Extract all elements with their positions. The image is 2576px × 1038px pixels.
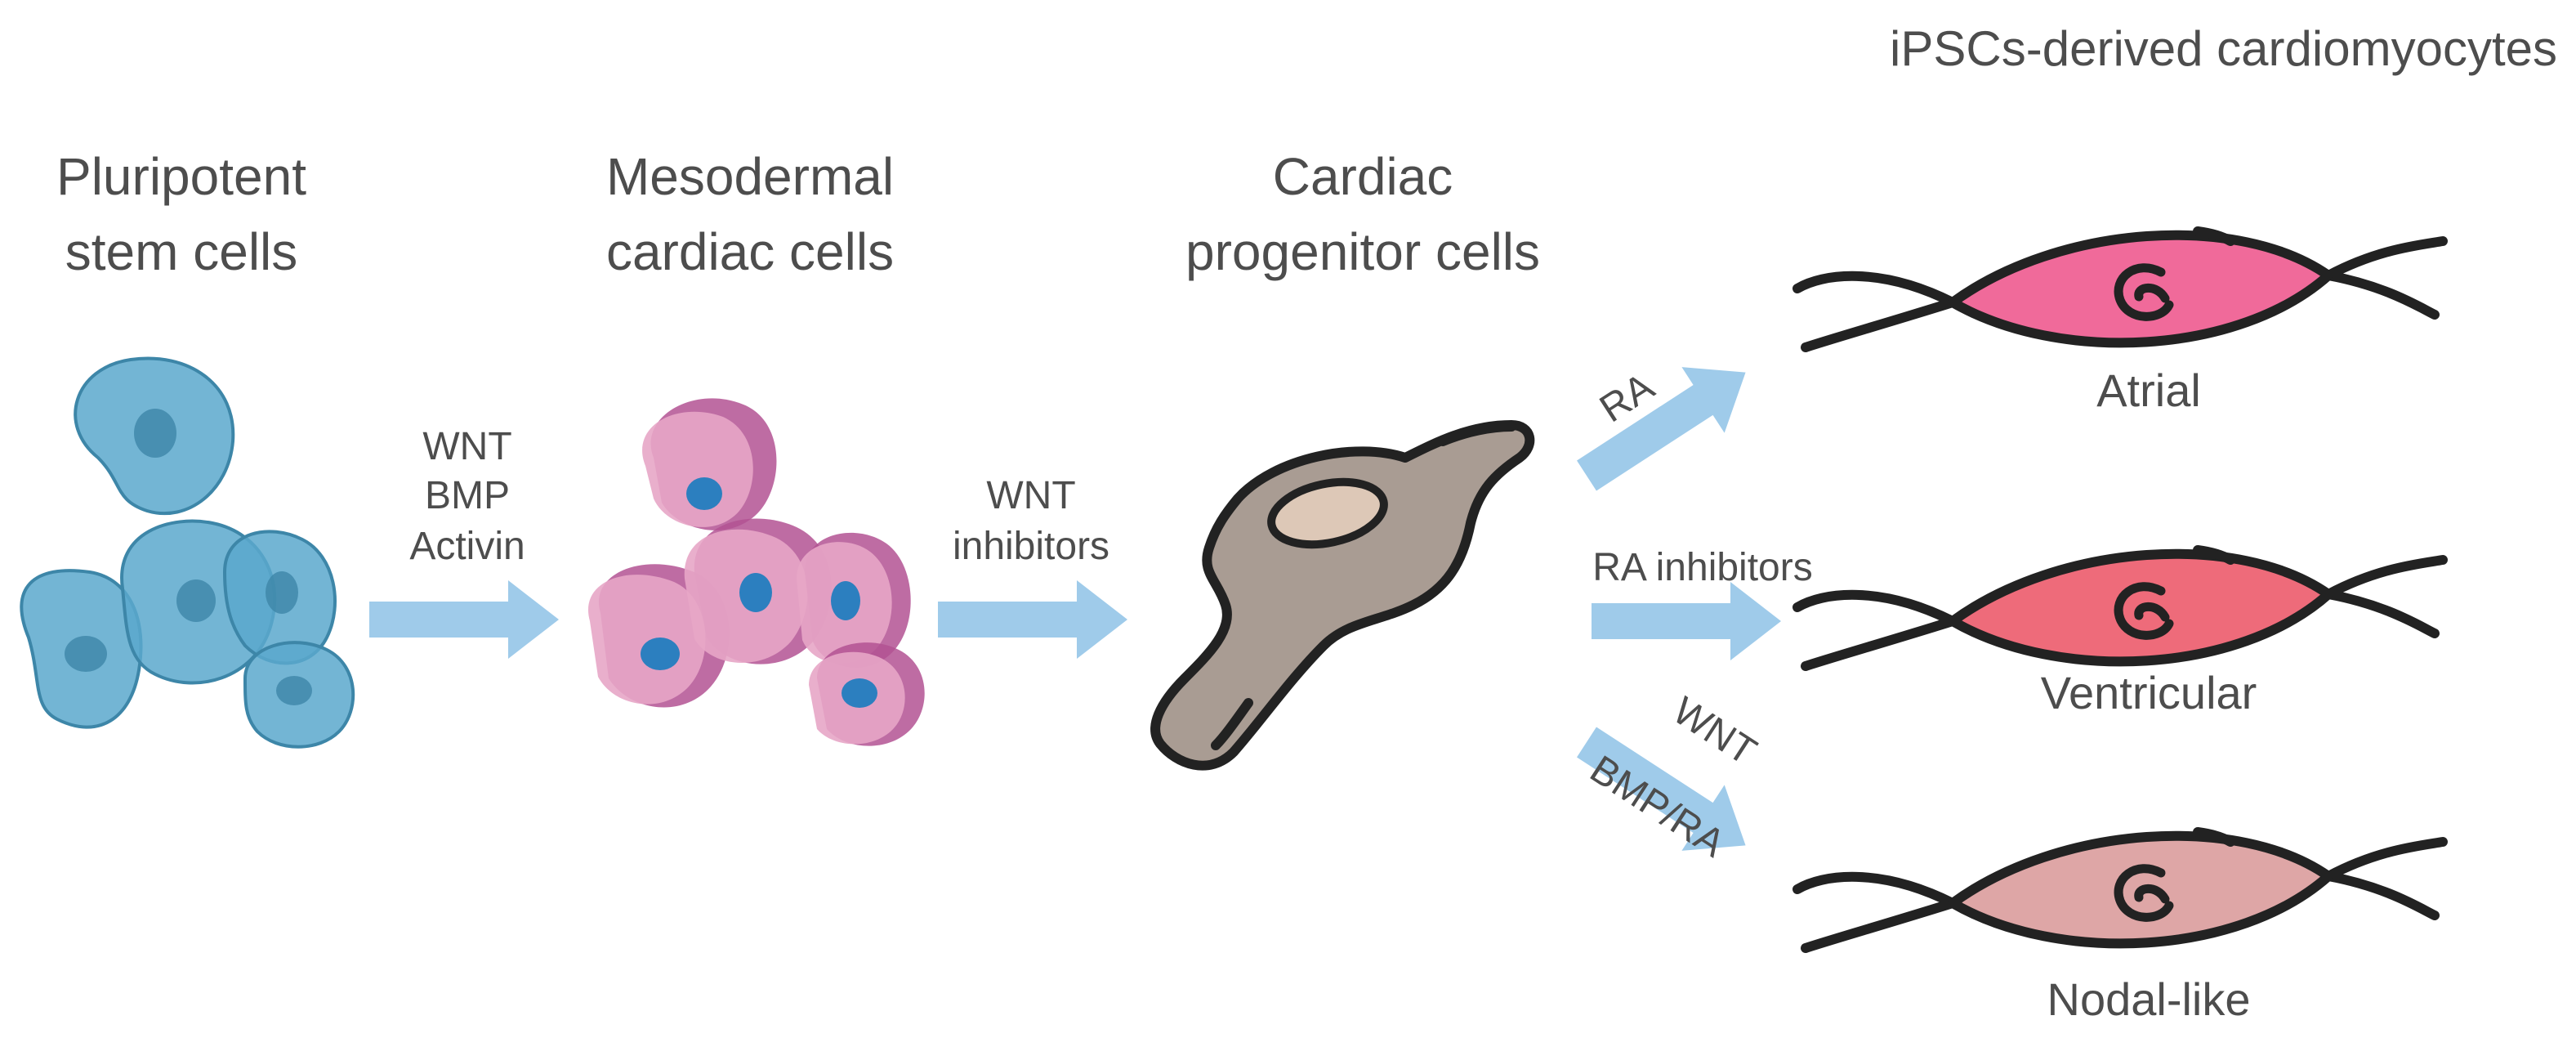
arrow-to-atrial: RA — [1565, 339, 1767, 509]
arrow-pluripotent-to-mesodermal: WNT BMP Activin — [369, 425, 559, 659]
arrow1-label-line2: BMP — [425, 474, 510, 517]
atrial-label: Atrial — [2096, 365, 2201, 416]
meso-cell-center — [684, 518, 832, 664]
cardiac-progenitor-cell-icon — [1150, 420, 1535, 771]
nodal-like-label: Nodal-like — [2047, 973, 2251, 1025]
arrow-to-ventricular: RA inhibitors — [1592, 546, 1813, 660]
stage-title-mesodermal-line1: Mesodermal — [606, 147, 894, 206]
stage-title-progenitor-line1: Cardiac — [1273, 147, 1453, 206]
meso-cell-top — [642, 398, 777, 530]
arrow2-label-line1: WNT — [986, 474, 1075, 517]
stage-title-pluripotent-line1: Pluripotent — [56, 147, 306, 206]
arrow1-label-line1: WNT — [422, 425, 511, 468]
meso-cell-right — [797, 532, 911, 668]
stage-title-progenitor: Cardiac progenitor cells — [1185, 147, 1540, 281]
arrow-to-nodal: WNT BMP/RA — [1565, 689, 1767, 879]
arrow-ventricular-label: RA inhibitors — [1592, 546, 1812, 589]
arrow2-label-line2: inhibitors — [953, 525, 1109, 568]
arrow-nodal-label-line1: WNT — [1665, 689, 1764, 774]
stem-cell-right — [222, 530, 337, 665]
stage-title-pluripotent: Pluripotent stem cells — [56, 147, 306, 281]
stem-cell-bottom — [243, 641, 355, 749]
nodal-like-cardiomyocyte-icon: Nodal-like — [1792, 827, 2448, 1025]
arrow-mesodermal-to-progenitor: WNT inhibitors — [938, 474, 1127, 659]
arrow1-label-line3: Activin — [409, 525, 525, 568]
output-title: iPSCs-derived cardiomyocytes — [1890, 21, 2557, 76]
atrial-cardiomyocyte-icon: Atrial — [1792, 226, 2448, 416]
pluripotent-stem-cells-icon — [20, 356, 355, 749]
ventricular-cardiomyocyte-icon: Ventricular — [1792, 545, 2448, 718]
stem-cell-top — [74, 356, 235, 516]
stage-title-mesodermal: Mesodermal cardiac cells — [606, 147, 894, 281]
stage-title-mesodermal-line2: cardiac cells — [606, 222, 894, 281]
meso-cell-bottom — [809, 642, 925, 746]
ventricular-label: Ventricular — [2041, 667, 2257, 718]
mesodermal-cardiac-cells-icon — [587, 398, 925, 746]
stage-title-progenitor-line2: progenitor cells — [1185, 222, 1540, 281]
stem-cell-left — [20, 569, 143, 729]
stage-title-pluripotent-line2: stem cells — [65, 222, 298, 281]
